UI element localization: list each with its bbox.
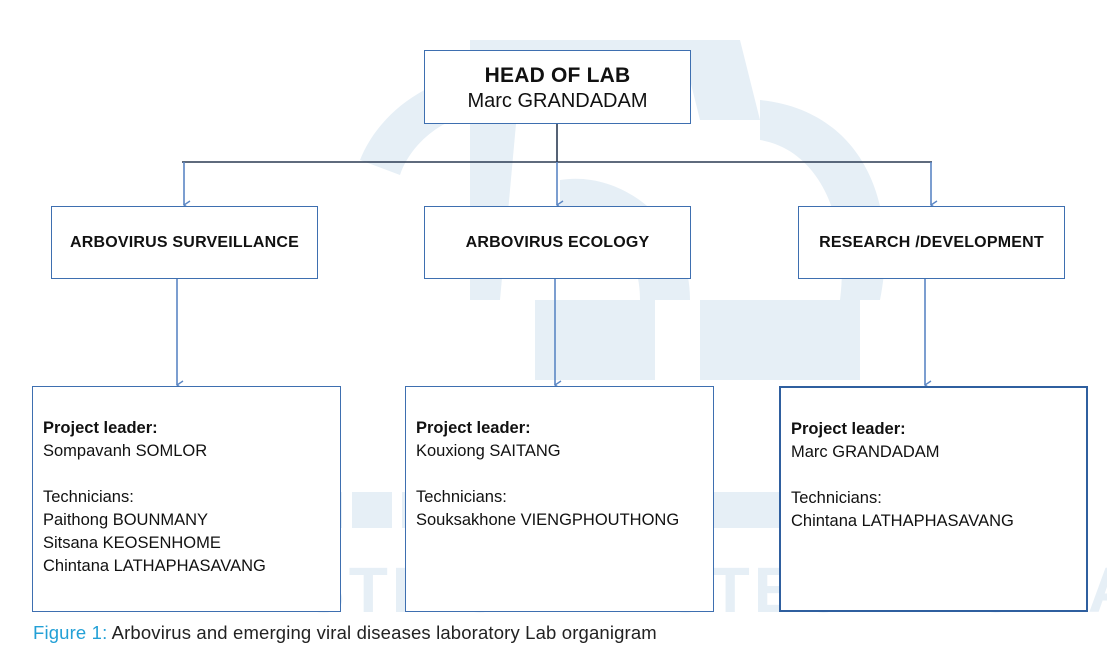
figure-label: Figure 1: — [33, 622, 108, 643]
team-box-ecology: Project leader: Kouxiong SAITANG Technic… — [405, 386, 714, 612]
technician-name: Sitsana KEOSENHOME — [43, 534, 221, 552]
dept-label: ARBOVIRUS ECOLOGY — [465, 233, 650, 251]
project-leader-heading: Project leader: — [791, 420, 906, 438]
technician-name: Chintana LATHAPHASAVANG — [791, 512, 1014, 530]
dept-box-arbovirus-surveillance: ARBOVIRUS SURVEILLANCE — [51, 206, 318, 279]
caption-text: Arbovirus and emerging viral diseases la… — [107, 622, 657, 643]
technicians-heading: Technicians: — [43, 488, 134, 506]
head-of-lab-box: HEAD OF LAB Marc GRANDADAM — [424, 50, 691, 124]
project-leader-heading: Project leader: — [43, 419, 158, 437]
technicians-heading: Technicians: — [791, 489, 882, 507]
dept-label: ARBOVIRUS SURVEILLANCE — [69, 233, 300, 251]
dept-label: RESEARCH /DEVELOPMENT — [819, 233, 1044, 251]
technician-name: Chintana LATHAPHASAVANG — [43, 557, 266, 575]
team-box-research: Project leader: Marc GRANDADAM Technicia… — [779, 386, 1088, 612]
project-leader-name: Kouxiong SAITANG — [416, 442, 561, 460]
technicians-heading: Technicians: — [416, 488, 507, 506]
head-name: Marc GRANDADAM — [467, 90, 648, 112]
technician-name: Paithong BOUNMANY — [43, 511, 209, 529]
figure-caption: Figure 1: Arbovirus and emerging viral d… — [33, 622, 657, 644]
technician-name: Souksakhone VIENGPHOUTHONG — [416, 511, 680, 529]
project-leader-heading: Project leader: — [416, 419, 531, 437]
project-leader-name: Sompavanh SOMLOR — [43, 442, 208, 460]
head-title: HEAD OF LAB — [484, 64, 631, 87]
project-leader-name: Marc GRANDADAM — [791, 443, 940, 461]
dept-box-research-development: RESEARCH /DEVELOPMENT — [798, 206, 1065, 279]
team-box-surveillance: Project leader: Sompavanh SOMLOR Technic… — [32, 386, 341, 612]
dept-box-arbovirus-ecology: ARBOVIRUS ECOLOGY — [424, 206, 691, 279]
